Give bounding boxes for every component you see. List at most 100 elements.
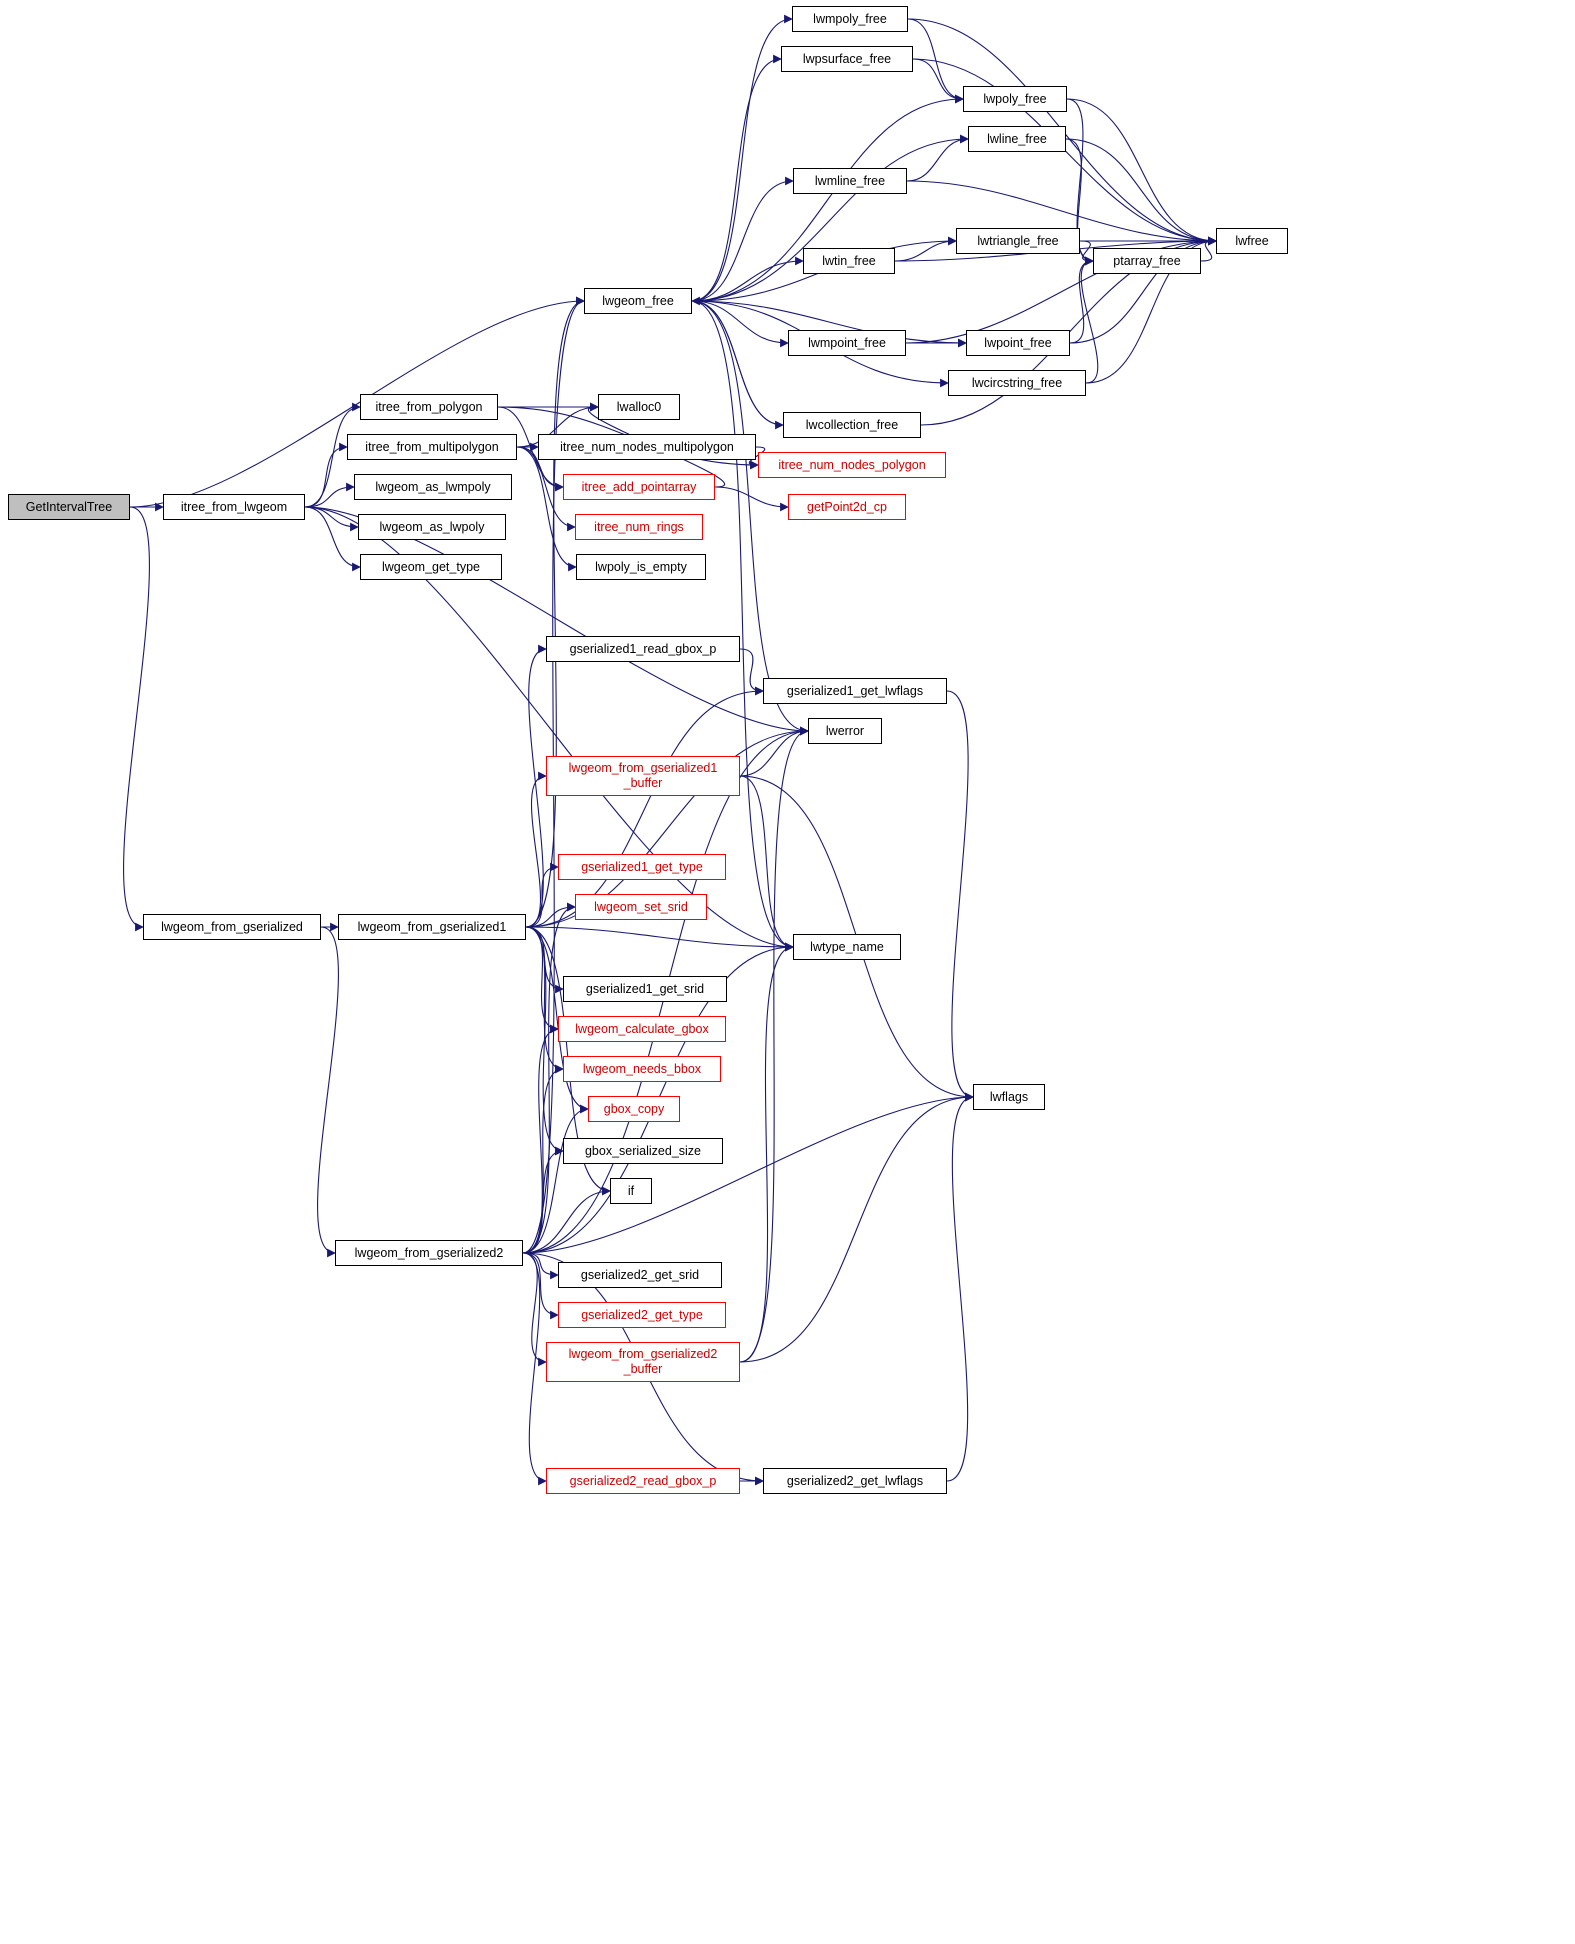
node-lwcircstring_free[interactable]: lwcircstring_free (948, 370, 1086, 396)
node-label: lwgeom_as_lwpoly (379, 519, 485, 534)
edge-lwgeom_free-to-lwcollection_free (691, 300, 784, 430)
edge-lwgeom_from_gserialized1_buffer-to-lwerror (739, 726, 809, 777)
edge-lwgeom_from_gserialized1-to-lwgeom_calculate_gbox (525, 926, 559, 1034)
edge-lwgeom_from_gserialized2-to-lwgeom_needs_bbox (522, 1064, 564, 1254)
edge-lwgeom_from_gserialized1-to-lwgeom_from_gserialized1_buffer (525, 771, 547, 928)
node-label: lwgeom_calculate_gbox (575, 1021, 709, 1036)
node-label: lwtype_name (810, 939, 884, 954)
node-itree_add_pointarray[interactable]: itree_add_pointarray (563, 474, 715, 500)
node-label: lwpsurface_free (802, 51, 892, 66)
node-gbox_copy[interactable]: gbox_copy (588, 1096, 680, 1122)
node-label: lwpoly_is_empty (595, 559, 687, 574)
node-label: gserialized2_get_type (581, 1307, 703, 1322)
node-lwpoint_free[interactable]: lwpoint_free (966, 330, 1070, 356)
node-label: lwgeom_from_gserialized1 (357, 919, 507, 934)
node-lwgeom_from_gserialized[interactable]: lwgeom_from_gserialized (143, 914, 321, 940)
edge-itree_add_pointarray-to-getPoint2d_cp (714, 486, 789, 512)
node-lwgeom_from_gserialized1_buffer[interactable]: lwgeom_from_gserialized1 _buffer (546, 756, 740, 796)
node-label: lwgeom_as_lwmpoly (375, 479, 491, 494)
node-lwerror[interactable]: lwerror (808, 718, 882, 744)
node-gserialized2_read_gbox_p[interactable]: gserialized2_read_gbox_p (546, 1468, 740, 1494)
edge-GetIntervalTree-to-lwgeom_from_gserialized (123, 506, 150, 932)
node-ptarray_free[interactable]: ptarray_free (1093, 248, 1201, 274)
node-lwtriangle_free[interactable]: lwtriangle_free (956, 228, 1080, 254)
edge-lwgeom_from_gserialized1-to-gserialized1_get_lwflags (525, 686, 764, 928)
edge-lwgeom_free-to-lwpsurface_free (691, 54, 782, 302)
node-itree_from_multipolygon[interactable]: itree_from_multipolygon (347, 434, 517, 460)
node-itree_from_lwgeom[interactable]: itree_from_lwgeom (163, 494, 305, 520)
node-lwgeom_as_lwmpoly[interactable]: lwgeom_as_lwmpoly (354, 474, 512, 500)
edge-lwgeom_from_gserialized1-to-lwtype_name (525, 926, 794, 952)
node-label: itree_from_lwgeom (180, 499, 288, 514)
node-label: GetIntervalTree (25, 499, 113, 514)
node-label: lwalloc0 (616, 399, 662, 414)
node-lwgeom_get_type[interactable]: lwgeom_get_type (360, 554, 502, 580)
node-lwgeom_from_gserialized2[interactable]: lwgeom_from_gserialized2 (335, 1240, 523, 1266)
node-label: ptarray_free (1113, 253, 1181, 268)
edge-lwgeom_from_gserialized2-to-lwgeom_from_gserialized2_buffer (522, 1252, 547, 1367)
node-label: lwcollection_free (805, 417, 899, 432)
node-lwgeom_needs_bbox[interactable]: lwgeom_needs_bbox (563, 1056, 721, 1082)
node-lwfree[interactable]: lwfree (1216, 228, 1288, 254)
edge-lwtin_free-to-lwtriangle_free (894, 236, 957, 262)
edge-lwgeom_from_gserialized1-to-gserialized1_read_gbox_p (525, 644, 547, 928)
edge-itree_from_lwgeom-to-itree_from_multipolygon (304, 442, 348, 508)
edge-lwgeom_from_gserialized1-to-gserialized1_get_srid (525, 926, 564, 994)
node-label: gserialized1_get_lwflags (786, 683, 924, 698)
node-label: if (627, 1183, 635, 1198)
node-lwmpoint_free[interactable]: lwmpoint_free (788, 330, 906, 356)
node-lwmline_free[interactable]: lwmline_free (793, 168, 907, 194)
node-lwline_free[interactable]: lwline_free (968, 126, 1066, 152)
node-itree_num_nodes_multipolygon[interactable]: itree_num_nodes_multipolygon (538, 434, 756, 460)
edge-itree_from_multipolygon-to-lwpoly_is_empty (516, 446, 577, 572)
node-label: lwfree (1235, 233, 1269, 248)
node-lwpoly_free[interactable]: lwpoly_free (963, 86, 1067, 112)
node-itree_from_polygon[interactable]: itree_from_polygon (360, 394, 498, 420)
node-label: lwtin_free (822, 253, 876, 268)
node-gserialized1_read_gbox_p[interactable]: gserialized1_read_gbox_p (546, 636, 740, 662)
node-lwmpoly_free[interactable]: lwmpoly_free (792, 6, 908, 32)
node-label: lwgeom_from_gserialized1 _buffer (568, 761, 718, 790)
node-label: lwgeom_free (602, 293, 674, 308)
node-gserialized2_get_srid[interactable]: gserialized2_get_srid (558, 1262, 722, 1288)
edge-gserialized1_get_lwflags-to-lwflags (946, 690, 974, 1102)
node-gbox_serialized_size[interactable]: gbox_serialized_size (563, 1138, 723, 1164)
node-lwcollection_free[interactable]: lwcollection_free (783, 412, 921, 438)
node-gserialized1_get_lwflags[interactable]: gserialized1_get_lwflags (763, 678, 947, 704)
node-lwgeom_from_gserialized2_buffer[interactable]: lwgeom_from_gserialized2 _buffer (546, 1342, 740, 1382)
node-lwgeom_calculate_gbox[interactable]: lwgeom_calculate_gbox (558, 1016, 726, 1042)
node-lwgeom_as_lwpoly[interactable]: lwgeom_as_lwpoly (358, 514, 506, 540)
node-label: lwgeom_set_srid (594, 899, 688, 914)
node-gserialized2_get_type[interactable]: gserialized2_get_type (558, 1302, 726, 1328)
node-lwtype_name[interactable]: lwtype_name (793, 934, 901, 960)
node-lwgeom_from_gserialized1[interactable]: lwgeom_from_gserialized1 (338, 914, 526, 940)
edge-gserialized1_read_gbox_p-to-gserialized1_get_lwflags (739, 648, 764, 696)
node-label: itree_num_nodes_multipolygon (560, 439, 734, 454)
node-gserialized2_get_lwflags[interactable]: gserialized2_get_lwflags (763, 1468, 947, 1494)
edge-lwmpoly_free-to-lwpoly_free (907, 18, 964, 104)
node-lwpsurface_free[interactable]: lwpsurface_free (781, 46, 913, 72)
node-GetIntervalTree: GetIntervalTree (8, 494, 130, 520)
node-lwalloc0[interactable]: lwalloc0 (598, 394, 680, 420)
node-label: lwgeom_from_gserialized (161, 919, 303, 934)
node-getPoint2d_cp[interactable]: getPoint2d_cp (788, 494, 906, 520)
edge-lwpoly_free-to-lwfree (1066, 98, 1217, 246)
node-label: lwmpoint_free (808, 335, 886, 350)
node-if[interactable]: if (610, 1178, 652, 1204)
node-label: gserialized1_get_srid (585, 981, 705, 996)
node-itree_num_rings[interactable]: itree_num_rings (575, 514, 703, 540)
edge-itree_from_lwgeom-to-lwgeom_as_lwmpoly (304, 482, 355, 508)
node-lwgeom_free[interactable]: lwgeom_free (584, 288, 692, 314)
node-gserialized1_get_type[interactable]: gserialized1_get_type (558, 854, 726, 880)
node-label: itree_num_rings (594, 519, 684, 534)
node-gserialized1_get_srid[interactable]: gserialized1_get_srid (563, 976, 727, 1002)
edge-lwgeom_from_gserialized1-to-lwgeom_set_srid (525, 902, 576, 928)
node-lwpoly_is_empty[interactable]: lwpoly_is_empty (576, 554, 706, 580)
edge-lwgeom_from_gserialized1-to-gserialized1_get_type (525, 862, 559, 928)
node-itree_num_nodes_polygon[interactable]: itree_num_nodes_polygon (758, 452, 946, 478)
edge-lwgeom_from_gserialized2_buffer-to-lwflags (739, 1092, 974, 1363)
node-lwtin_free[interactable]: lwtin_free (803, 248, 895, 274)
node-lwflags[interactable]: lwflags (973, 1084, 1045, 1110)
node-lwgeom_set_srid[interactable]: lwgeom_set_srid (575, 894, 707, 920)
